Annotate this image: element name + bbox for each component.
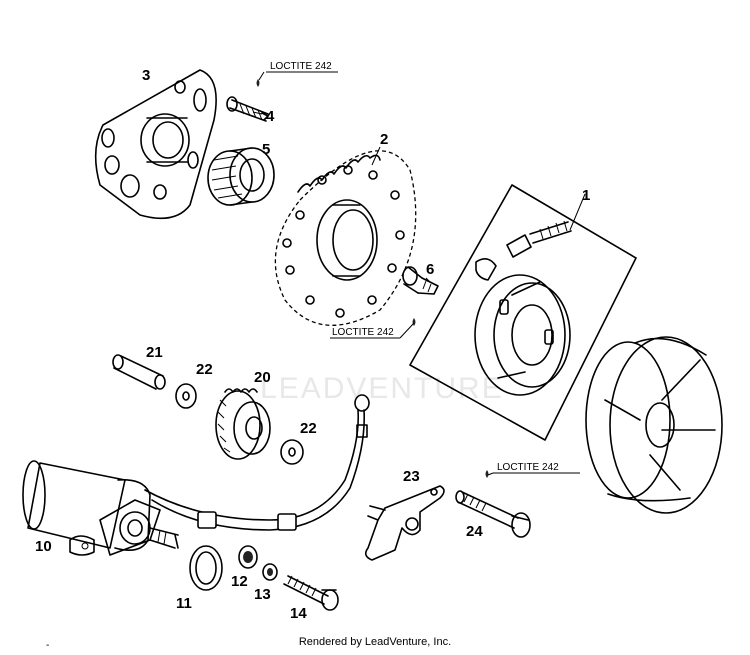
- label-part-4: 4: [266, 108, 275, 125]
- footer-mark: -: [46, 640, 50, 651]
- leader-lines: [252, 71, 586, 476]
- label-part-22-upper: 22: [196, 361, 213, 378]
- footer-credit: Rendered by LeadVenture, Inc.: [298, 636, 452, 648]
- label-part-12: 12: [231, 573, 248, 590]
- part-13-lock-washer[interactable]: [262, 563, 278, 581]
- label-part-20: 20: [254, 369, 271, 386]
- part-10-starter-motor[interactable]: [22, 394, 370, 556]
- part-24-bolt[interactable]: [455, 490, 531, 538]
- loctite-drop-right: [485, 470, 489, 478]
- label-part-21: 21: [146, 344, 163, 361]
- loctite-note-middle: LOCTITE 242: [332, 327, 394, 338]
- label-part-11: 11: [176, 595, 192, 612]
- label-part-5: 5: [262, 141, 270, 158]
- part-4-screw[interactable]: [226, 96, 269, 122]
- part-11-o-ring[interactable]: [189, 545, 223, 591]
- part-22-washer-upper[interactable]: [175, 383, 197, 409]
- label-part-13: 13: [254, 586, 271, 603]
- label-part-2: 2: [380, 131, 388, 148]
- label-part-1: 1: [582, 187, 590, 204]
- label-part-23: 23: [403, 468, 420, 485]
- label-part-3: 3: [142, 67, 150, 84]
- loctite-drop-top: [256, 79, 260, 87]
- part-12-washer[interactable]: [238, 545, 258, 569]
- flywheel[interactable]: [585, 336, 723, 514]
- part-20-gear[interactable]: [215, 388, 271, 460]
- part-23-bracket[interactable]: [364, 485, 445, 561]
- label-part-24: 24: [466, 523, 483, 540]
- label-part-6: 6: [426, 261, 434, 278]
- part-22-washer-lower[interactable]: [280, 439, 304, 465]
- label-part-10: 10: [35, 538, 52, 555]
- part-21-pin[interactable]: [112, 354, 166, 390]
- watermark: LEADVENTURE: [260, 372, 504, 405]
- part-2-starter-gear[interactable]: [274, 150, 417, 326]
- part-3-backing-plate[interactable]: [94, 69, 217, 220]
- part-5-needle-bearing[interactable]: [207, 147, 275, 206]
- label-part-22-lower: 22: [300, 420, 317, 437]
- part-14-screw[interactable]: [283, 575, 339, 611]
- part-1-rotor-assembly[interactable]: [409, 184, 637, 441]
- label-part-14: 14: [290, 605, 307, 622]
- loctite-note-right: LOCTITE 242: [497, 462, 559, 473]
- loctite-note-top: LOCTITE 242: [270, 61, 332, 72]
